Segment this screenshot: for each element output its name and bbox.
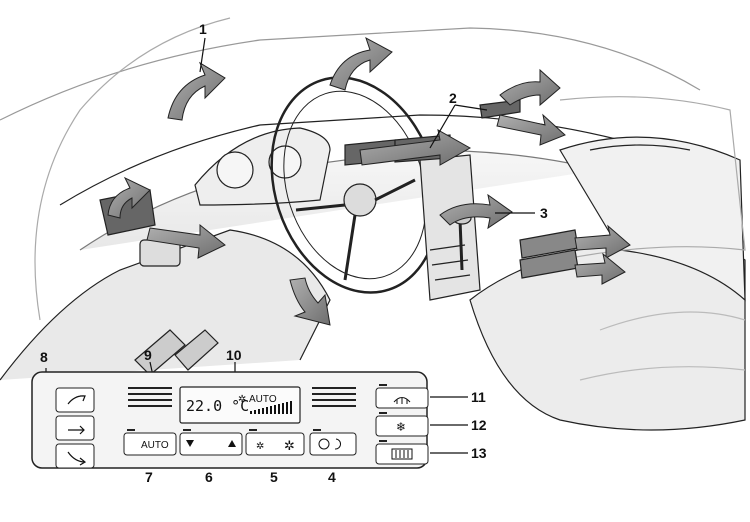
interior-background (0, 17, 746, 431)
temperature-up-icon (228, 440, 236, 447)
auto-button-label: AUTO (141, 440, 169, 451)
callout-7: 7 (145, 469, 153, 485)
air-flow-arrow-icon (574, 252, 626, 285)
air-flow-arrow-icon (359, 129, 472, 166)
temperature-display: 22.0 °C ✲ AUTO (179, 386, 301, 424)
display-temperature: 22.0 °C (186, 397, 249, 415)
temperature-rocker[interactable] (179, 429, 243, 456)
callout-13: 13 (471, 445, 487, 461)
temperature-down-icon (186, 440, 194, 447)
recirculation-icon (334, 438, 342, 450)
callout-10: 10 (226, 347, 242, 363)
fan-speed-bars (250, 401, 292, 414)
air-flow-arrow-icon (439, 193, 513, 230)
air-flow-arrow-icon (499, 68, 561, 107)
air-flow-arrow-icon (329, 36, 393, 91)
fan-low-icon: ✲ (256, 441, 264, 452)
recirculation-button[interactable] (309, 429, 357, 456)
auto-button[interactable]: AUTO (123, 429, 177, 456)
air-flow-arrow-icon (496, 113, 566, 146)
air-flow-arrow-icon (167, 61, 226, 121)
snowflake-icon: ❄ (396, 420, 406, 434)
callout-9: 9 (144, 347, 152, 363)
callout-6: 6 (205, 469, 213, 485)
callout-4: 4 (328, 469, 336, 485)
fan-speed-rocker[interactable]: ✲ ✲ (245, 429, 305, 456)
max-defrost-button[interactable] (375, 384, 429, 409)
air-distribution-upper-button[interactable] (55, 387, 95, 413)
ac-button[interactable]: ❄ (375, 412, 429, 437)
defrost-icon (393, 397, 411, 404)
air-quality-icon (318, 438, 330, 450)
callout-labels: 1 2 3 4 5 6 7 8 9 10 11 12 13 (40, 21, 548, 485)
left-panel-vent (128, 387, 172, 407)
air-flow-arrow-icon (289, 277, 331, 326)
callout-2: 2 (449, 90, 457, 106)
air-distribution-middle-button[interactable] (55, 415, 95, 441)
fan-high-icon: ✲ (284, 439, 295, 454)
callout-12: 12 (471, 417, 487, 433)
callout-5: 5 (270, 469, 278, 485)
air-flow-arrow-icon (107, 176, 151, 219)
air-distribution-buttons (55, 387, 95, 469)
air-flow-arrow-icon (146, 223, 226, 259)
rear-window-heater-button[interactable] (375, 440, 429, 465)
fan-icon: ✲ (238, 394, 246, 405)
callout-1: 1 (199, 21, 207, 37)
right-panel-vent (312, 387, 356, 407)
footwell-air-icon (67, 451, 87, 466)
air-flow-arrow-icon (574, 224, 631, 259)
display-mode: AUTO (249, 394, 277, 405)
rear-window-heater-icon (391, 448, 413, 460)
callout-11: 11 (471, 389, 486, 405)
face-air-icon (68, 425, 85, 435)
climate-control-panel: 22.0 °C ✲ AUTO (31, 371, 429, 469)
air-distribution-lower-button[interactable] (55, 443, 95, 469)
callout-3: 3 (540, 205, 548, 221)
callout-8: 8 (40, 349, 48, 365)
windshield-air-icon (67, 395, 86, 405)
air-flow-arrows (107, 36, 631, 326)
